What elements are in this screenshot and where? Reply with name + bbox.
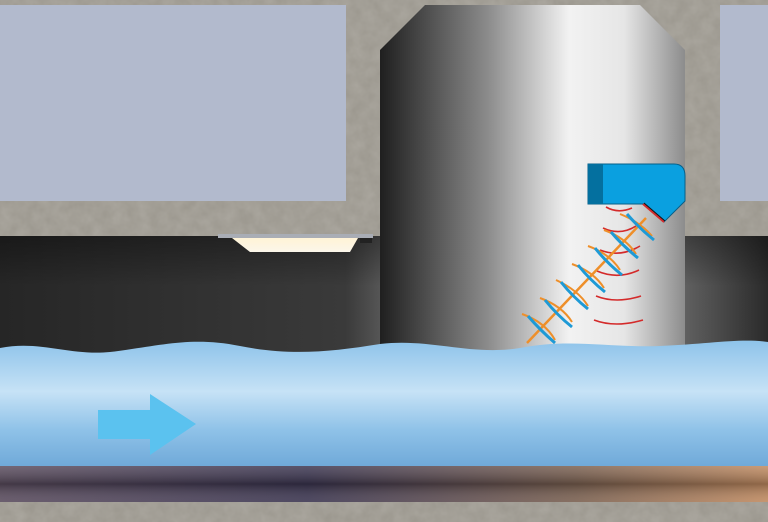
manhole-shaft bbox=[380, 5, 685, 360]
beam-axis bbox=[526, 217, 647, 344]
radar-sensor-icon bbox=[587, 163, 686, 223]
radar-beam bbox=[521, 206, 655, 345]
room-right bbox=[720, 5, 768, 201]
room-left bbox=[0, 5, 346, 201]
ceiling-light-icon bbox=[218, 234, 373, 252]
reflection-waves bbox=[593, 206, 644, 325]
arrow-right-icon bbox=[98, 394, 196, 455]
beam-orange-arcs bbox=[521, 213, 653, 341]
water-flow bbox=[0, 340, 768, 468]
beam-blue-arcs bbox=[526, 213, 655, 345]
